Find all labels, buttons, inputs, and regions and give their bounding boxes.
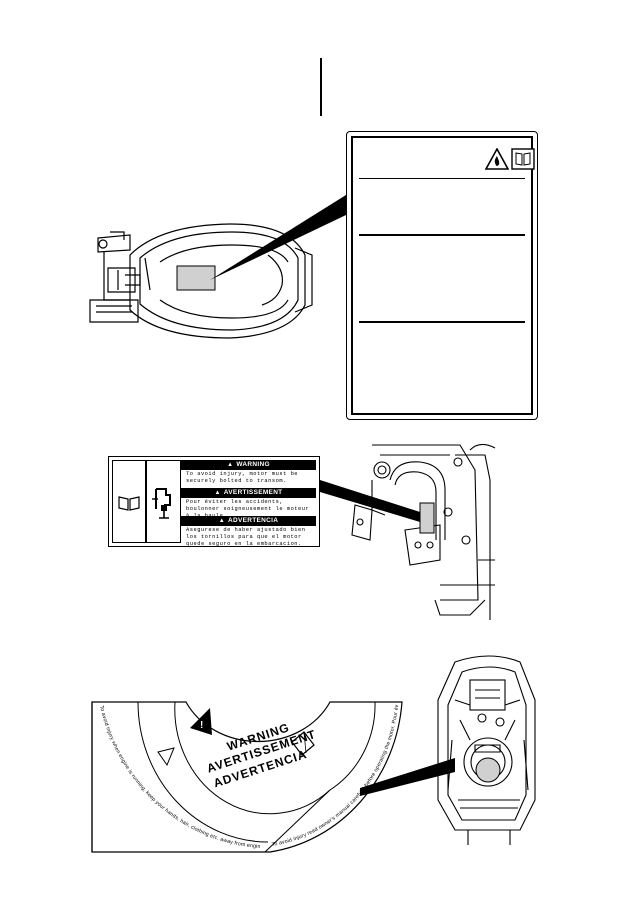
transom-clamp-icon — [152, 488, 171, 519]
label-divider — [359, 321, 525, 323]
top-label-location — [176, 265, 216, 291]
label-divider — [359, 178, 525, 180]
advertencia-text: Asegurese de haber ajustado bien los tor… — [186, 527, 306, 547]
top-warning-label — [346, 131, 538, 420]
transom-warning-label: ▲WARNING To avoid injury, motor must be … — [108, 456, 320, 547]
avertissement-header: ▲AVERTISSEMENT — [181, 488, 316, 498]
warning-triangle-icon: ! — [190, 708, 212, 735]
label-divider — [359, 234, 525, 236]
warning-text: To avoid injury, motor must be securely … — [186, 471, 299, 484]
advertencia-header: ▲ADVERTENCIA — [181, 516, 316, 526]
manual-book-icon — [118, 496, 140, 511]
label-icon-cell — [146, 460, 181, 543]
svg-text:!: ! — [200, 720, 203, 731]
section-marker-line — [320, 58, 322, 116]
avertissement-text: Pour éviter les accidents, boulonner soi… — [186, 499, 310, 516]
manual-book-icon — [291, 731, 315, 756]
fire-warning-icon — [485, 148, 509, 170]
manual-book-icon — [511, 148, 535, 170]
hand-caution-icon — [157, 747, 175, 767]
warning-header: ▲WARNING — [181, 460, 316, 470]
label-icon-cell — [112, 460, 146, 543]
top-warning-label-frame — [351, 136, 535, 415]
